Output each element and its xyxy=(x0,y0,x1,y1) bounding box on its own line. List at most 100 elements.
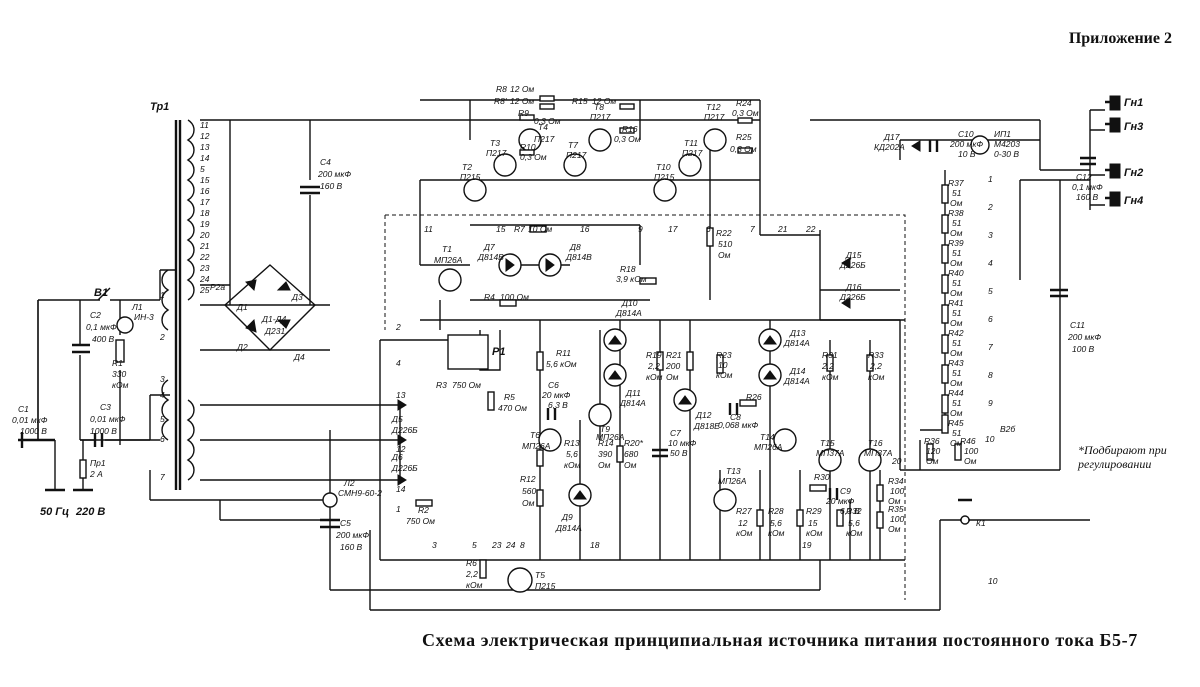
transistor-t2 xyxy=(463,178,487,202)
label-d5-type: Д226Б xyxy=(391,425,418,435)
label-t11: T11 xyxy=(684,138,698,148)
wires xyxy=(18,99,1105,611)
label-c11-value: 200 мкФ xyxy=(1067,332,1101,342)
label-c4-value: 200 мкФ xyxy=(317,169,351,179)
label-c1: C1 xyxy=(18,404,29,414)
label-r37-value: 51 xyxy=(952,188,962,198)
label-switch-v2b: В2б xyxy=(1000,424,1016,434)
label-r45-value: 51 xyxy=(952,428,962,438)
label-r43: R43 xyxy=(948,358,964,368)
label-r3-value: 750 Ом xyxy=(452,380,481,390)
label-r21: R21 xyxy=(666,350,682,360)
label-node-21: 21 xyxy=(777,224,788,234)
transistor-t3 xyxy=(493,153,517,177)
label-c9-value: 20 мкФ xyxy=(825,496,855,506)
label-r44-value: 51 xyxy=(952,398,962,408)
label-c8: C8 xyxy=(730,412,741,422)
label-d7: Д7 xyxy=(483,242,495,252)
label-divider-position: 8 xyxy=(988,370,993,380)
label-t2: T2 xyxy=(462,162,472,172)
label-r34-unit: Ом xyxy=(888,496,901,506)
label-c10: C10 xyxy=(958,129,974,139)
label-c3: C3 xyxy=(100,402,111,412)
label-r8-value: 12 Ом xyxy=(510,84,534,94)
label-node-12: 12 xyxy=(396,444,406,454)
label-r11-value: 5,6 кОм xyxy=(546,359,577,369)
label-node-23: 23 xyxy=(491,540,502,550)
label-transformer-pin: 17 xyxy=(200,197,210,207)
label-node-11: 11 xyxy=(424,224,433,234)
label-t6: T6 xyxy=(530,430,540,440)
label-d8: Д8 xyxy=(569,242,581,252)
label-d11-type: Д814А xyxy=(619,398,646,408)
label-c9-voltage: 6,3 В xyxy=(840,506,860,516)
label-r36-value: 120 xyxy=(926,446,940,456)
label-t1: T1 xyxy=(442,244,452,254)
label-c3-voltage: 1000 В xyxy=(90,426,117,436)
label-t12: T12 xyxy=(706,102,721,112)
label-divider-position: 5 xyxy=(988,286,993,296)
label-r36-unit: Ом xyxy=(926,456,939,466)
label-t10: T10 xyxy=(656,162,671,172)
transistor-t6 xyxy=(538,428,562,452)
resistors xyxy=(115,95,962,579)
label-r14-unit: Ом xyxy=(598,460,611,470)
label-node-4: 4 xyxy=(396,358,401,368)
label-t3-type: П217 xyxy=(486,148,507,158)
label-d13-type: Д814А xyxy=(783,338,810,348)
label-divider-position: 2 xyxy=(987,202,993,212)
label-r31: R31 xyxy=(822,350,838,360)
label-r9: R9 xyxy=(518,108,529,118)
label-t15-type: МП37А xyxy=(816,448,845,458)
label-node-14: 14 xyxy=(396,484,406,494)
label-r2: R2 xyxy=(418,505,429,515)
label-d17-type: КД202А xyxy=(874,142,905,152)
label-r16-value: 0,3 Ом xyxy=(614,134,641,144)
label-r10-value: 0,3 Ом xyxy=(520,152,547,162)
label-t4: T4 xyxy=(538,122,548,132)
lamp-l2 xyxy=(322,492,338,508)
label-transformer-pin: 19 xyxy=(200,219,210,229)
label-r6: R6 xyxy=(466,558,477,568)
label-c8-value: 0,068 мкФ xyxy=(718,420,758,430)
label-r42: R42 xyxy=(948,328,964,338)
label-c12-voltage: 160 В xyxy=(1076,192,1099,202)
label-r1-value: 330 xyxy=(112,369,126,379)
transistor-t8 xyxy=(588,128,612,152)
label-t13: T13 xyxy=(726,466,741,476)
label-node-20: 20 xyxy=(891,456,902,466)
label-t7: T7 xyxy=(568,140,578,150)
label-r32-value: 5,6 xyxy=(848,518,860,528)
label-r28-value: 5,6 xyxy=(770,518,782,528)
label-t11-type: П217 xyxy=(682,148,703,158)
label-r8b-value: 12 Ом xyxy=(510,96,534,106)
label-d16-type: Д226Б xyxy=(839,292,866,302)
label-r43-unit: Ом xyxy=(950,378,963,388)
label-l2-type: СМН9-60-2 xyxy=(338,488,382,498)
transistor-t14 xyxy=(773,428,797,452)
label-t8-type: П217 xyxy=(590,112,611,122)
label-node-3: 3 xyxy=(432,540,437,550)
label-r45-unit: Ом xyxy=(950,438,963,448)
label-r2-value: 750 Ом xyxy=(406,516,435,526)
label-bridge-type: Д231 xyxy=(264,326,285,336)
label-d3: Д3 xyxy=(291,292,303,302)
label-d4: Д4 xyxy=(293,352,305,362)
label-r22-value: 510 xyxy=(718,239,732,249)
label-r38-unit: Ом xyxy=(950,228,963,238)
label-c9: C9 xyxy=(840,486,851,496)
label-c5: C5 xyxy=(340,518,351,528)
label-r14-value: 390 xyxy=(598,449,612,459)
fuse-pr1 xyxy=(79,459,87,479)
label-r33-value: 2,2 xyxy=(869,361,882,371)
label-node-13: 13 xyxy=(396,390,406,400)
label-c11-voltage: 100 В xyxy=(1072,344,1095,354)
label-r29: R29 xyxy=(806,506,822,516)
label-r1: R1 xyxy=(112,358,123,368)
label-transformer-pin: 5 xyxy=(200,164,205,174)
schematic-caption: Схема электрическая принципиальная источ… xyxy=(422,630,1138,650)
label-c10-value: 200 мкФ xyxy=(949,139,983,149)
label-transformer-pin: 11 xyxy=(200,120,209,130)
label-transformer-pin: 15 xyxy=(200,175,210,185)
